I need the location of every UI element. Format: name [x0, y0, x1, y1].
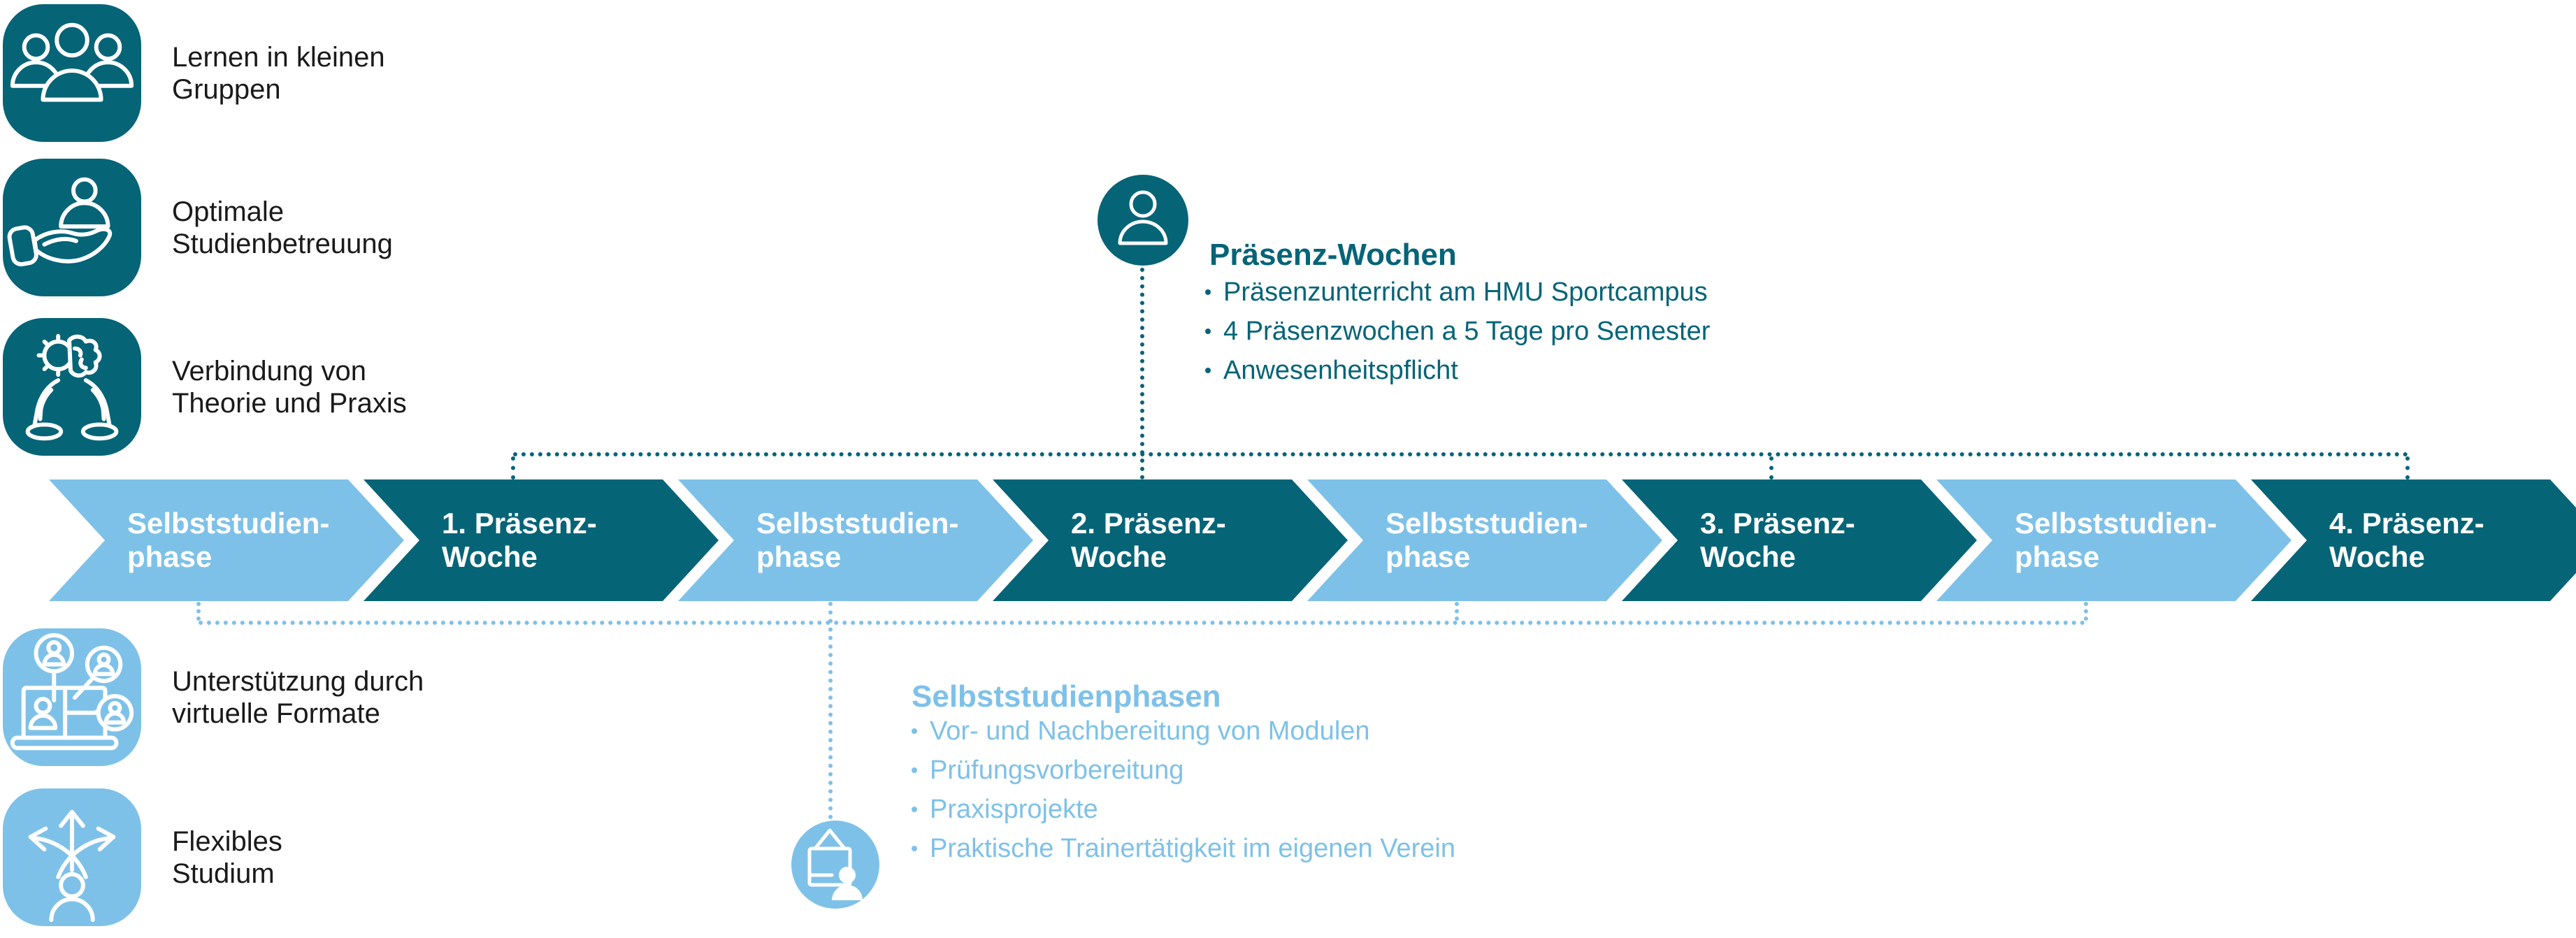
presence-callout-list: Präsenzunterricht am HMU Sportcampus 4 P…: [1205, 273, 1710, 390]
phase-label: Selbststudien-phase: [756, 507, 959, 573]
presence-connector-line: [513, 452, 2409, 456]
phase-label: 3. Präsenz-Woche: [1700, 507, 1855, 573]
timeline-phase-selbststudienphase-3: Selbststudien-phase: [1307, 479, 1662, 601]
bullet-dot: [1205, 289, 1211, 295]
selfstudy-connector-riser-3: [1455, 602, 1459, 621]
bullet-dot: [912, 728, 917, 734]
timeline-phase-praesenz-woche-4: 4. Präsenz-Woche: [2251, 479, 2576, 601]
phase-label: Selbststudien-phase: [2015, 507, 2217, 573]
list-item: Praxisprojekte: [912, 790, 1455, 829]
bullet-dot: [1205, 368, 1211, 373]
phase-label: 1. Präsenz-Woche: [442, 507, 597, 573]
timeline-phase-praesenz-woche-3: 3. Präsenz-Woche: [1622, 479, 1977, 601]
phase-label: Selbststudien-phase: [1386, 507, 1588, 573]
benefit-label: Verbindung von Theorie und Praxis: [172, 355, 407, 419]
presence-connector-drop-1: [511, 456, 515, 479]
benefit-label: Lernen in kleinen Gruppen: [172, 41, 385, 105]
benefit-label: Flexibles Studium: [172, 825, 282, 889]
timeline-phase-selbststudienphase-2: Selbststudien-phase: [678, 479, 1033, 601]
benefit-label: Unterstützung durch virtuelle Formate: [172, 665, 424, 729]
benefit-item-flexible-study: Flexibles Studium: [3, 788, 282, 926]
benefit-item-support: Optimale Studienbetreuung: [3, 159, 393, 296]
person-icon: [1098, 175, 1188, 266]
list-item: 4 Präsenzwochen a 5 Tage pro Semester: [1205, 312, 1710, 351]
list-item: Prüfungsvorbereitung: [912, 751, 1455, 790]
phase-label: Selbststudien-phase: [127, 507, 330, 573]
benefit-item-small-groups: Lernen in kleinen Gruppen: [3, 4, 385, 142]
group-icon: [3, 4, 141, 142]
benefit-label: Optimale Studienbetreuung: [172, 196, 393, 259]
care-hand-icon: [3, 159, 141, 296]
phase-label: 4. Präsenz-Woche: [2329, 507, 2484, 573]
phase-label: 2. Präsenz-Woche: [1071, 507, 1226, 573]
selfstudy-connector-line: [199, 621, 2086, 625]
list-item: Vor- und Nachbereitung von Modulen: [912, 712, 1455, 751]
presenter-flipchart-icon: [791, 821, 879, 909]
bullet-dot: [1205, 329, 1211, 334]
presence-connector-drop-2: [1140, 268, 1144, 479]
benefit-item-theory-practice: Verbindung von Theorie und Praxis: [3, 318, 407, 456]
timeline-phase-praesenz-woche-2: 2. Präsenz-Woche: [993, 479, 1348, 601]
selfstudy-connector-riser-2: [828, 602, 833, 819]
selfstudy-connector-riser-1: [196, 602, 201, 621]
flex-arrows-icon: [3, 788, 141, 926]
selfstudy-callout-title: Selbststudienphasen: [912, 679, 1221, 714]
bullet-dot: [912, 767, 917, 773]
benefit-item-virtual-formats: Unterstützung durch virtuelle Formate: [3, 628, 424, 766]
selfstudy-connector-riser-4: [2084, 602, 2088, 621]
timeline-phase-selbststudienphase-1: Selbststudien-phase: [49, 479, 404, 601]
list-item: Praktische Trainertätigkeit im eigenen V…: [912, 829, 1455, 868]
presence-connector-drop-3: [1769, 456, 1773, 479]
selfstudy-callout-list: Vor- und Nachbereitung von Modulen Prüfu…: [912, 712, 1455, 868]
presence-callout-title: Präsenz-Wochen: [1209, 238, 1457, 272]
timeline-phase-praesenz-woche-1: 1. Präsenz-Woche: [364, 479, 719, 601]
list-item: Anwesenheitspflicht: [1205, 351, 1710, 390]
list-item: Präsenzunterricht am HMU Sportcampus: [1205, 273, 1710, 312]
presence-connector-drop-4: [2405, 456, 2410, 479]
bullet-dot: [912, 846, 917, 851]
brain-gear-hands-icon: [3, 318, 141, 456]
timeline-phase-selbststudienphase-4: Selbststudien-phase: [1936, 479, 2291, 601]
video-call-icon: [3, 628, 141, 766]
bullet-dot: [912, 807, 917, 812]
